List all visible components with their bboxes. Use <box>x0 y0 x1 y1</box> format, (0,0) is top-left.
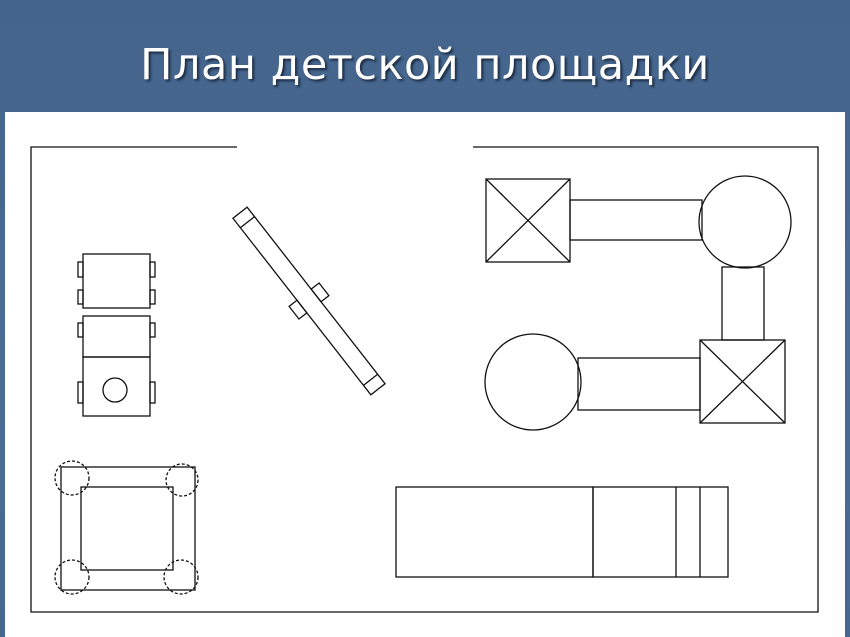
fence <box>30 146 819 613</box>
seesaw <box>232 206 386 396</box>
sandbox <box>54 460 199 595</box>
play-complex <box>484 175 792 431</box>
car-play-structure-bottom <box>77 315 156 417</box>
slide-title: План детской площадки <box>140 40 710 90</box>
car-play-structure-top <box>77 253 156 309</box>
bench-slide <box>395 486 729 578</box>
